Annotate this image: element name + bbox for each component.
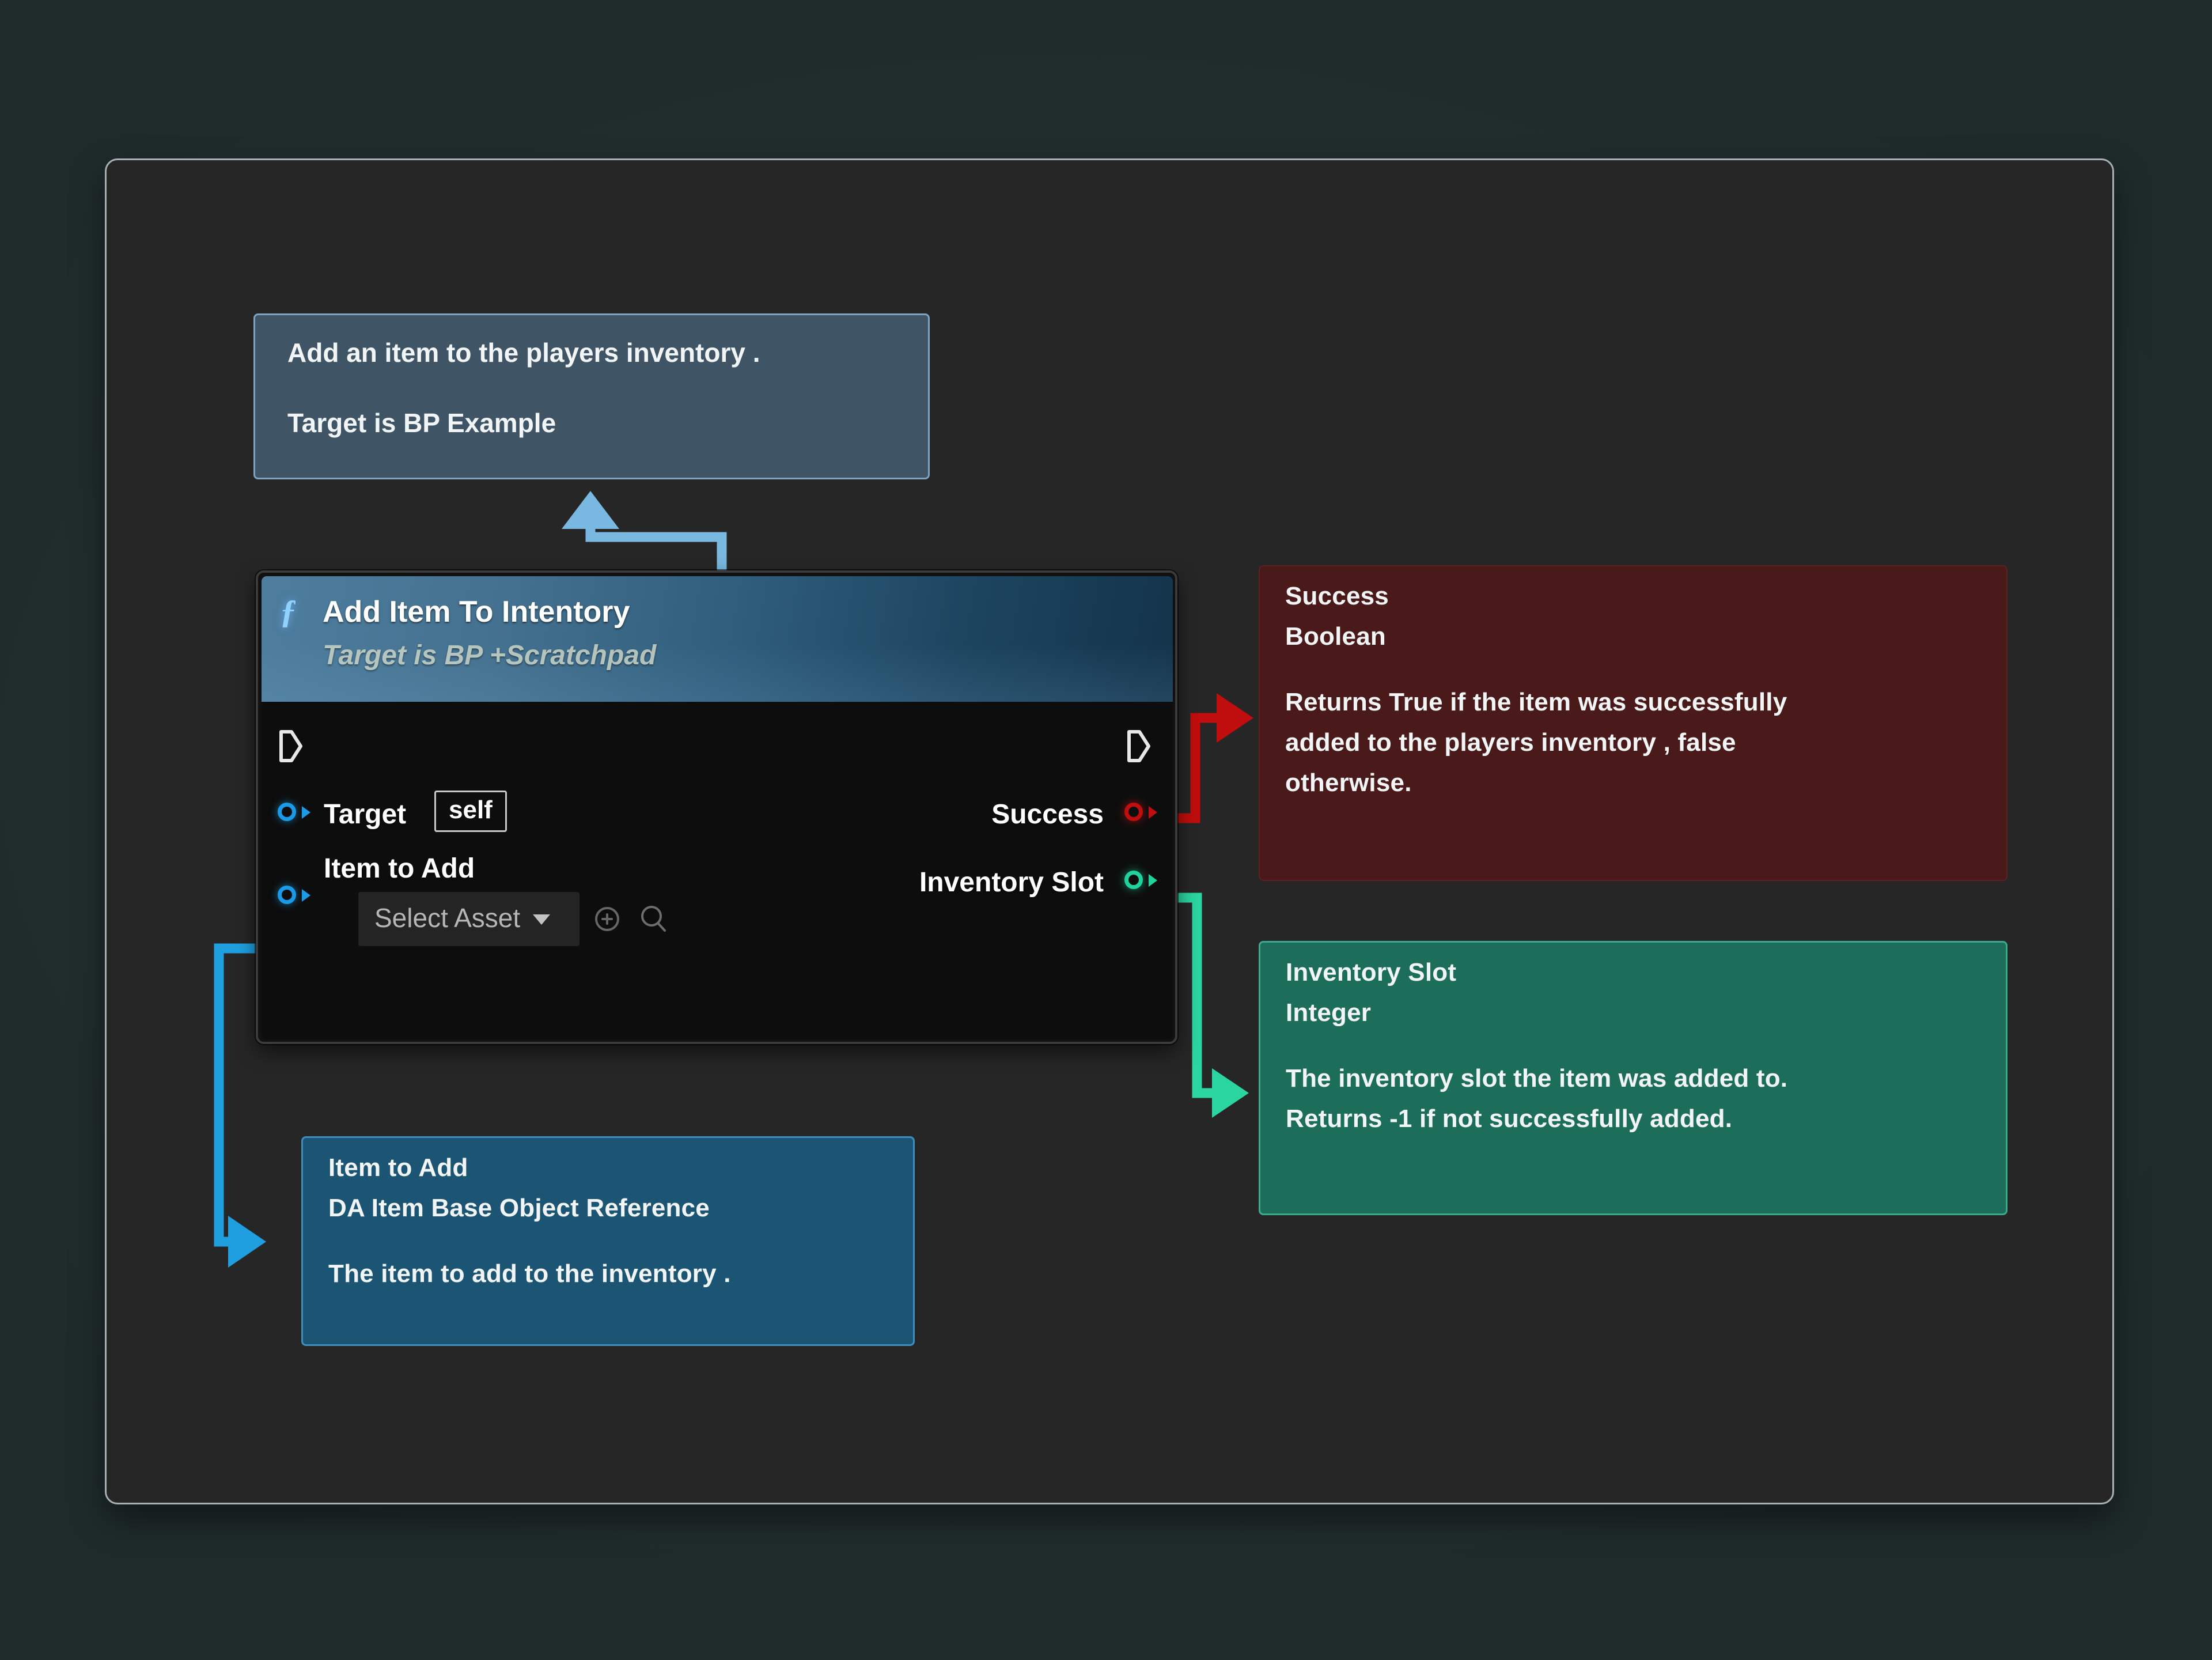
success-tooltip-line-2: added to the players inventory , false [1285,728,1736,757]
pin-arrow-icon [302,806,310,819]
output-label-success: Success [991,799,1104,830]
pin-ring-icon [1124,803,1143,821]
success-tooltip-line-3: otherwise. [1285,769,1412,797]
pin-arrow-icon [302,889,310,902]
inventory-slot-tooltip-line-1: The inventory slot the item was added to… [1286,1064,1788,1092]
spacer [1286,1026,1983,1051]
inventory-slot-tooltip-line-2: Returns -1 if not successfully added. [1286,1105,1733,1133]
input-pin-item-to-add[interactable] [278,884,313,910]
exec-input-pin[interactable] [278,729,304,763]
pin-ring-icon [1124,871,1143,889]
input-label-target: Target [324,799,407,830]
pin-ring-icon [278,803,296,821]
exec-output-pin[interactable] [1126,729,1152,763]
node-header [262,576,1173,702]
use-selected-asset-icon[interactable] [592,903,624,935]
output-label-inventory-slot: Inventory Slot [919,867,1104,898]
input-pin-target[interactable] [278,801,313,827]
output-pin-success[interactable] [1124,801,1160,827]
success-tooltip-type: Boolean [1285,622,1386,651]
target-self-value[interactable]: self [434,791,507,832]
item-to-add-tooltip-line-1: The item to add to the inventory . [328,1260,731,1288]
inventory-slot-tooltip-type: Integer [1286,999,1372,1027]
inventory-slot-tooltip-title: Inventory Slot [1286,958,1457,986]
node-title: Add Item To Intentory [323,595,630,629]
item-to-add-tooltip: Item to Add DA Item Base Object Referenc… [301,1136,915,1346]
chevron-down-icon [533,914,551,925]
spacer [1285,649,1983,675]
node-body: Target self Item to Add Select Asset [262,702,1173,1039]
success-tooltip: Success Boolean Returns True if the item… [1259,565,2008,881]
function-f-icon: ƒ [280,593,297,630]
input-label-item-to-add: Item to Add [324,853,475,884]
output-pin-inventory-slot[interactable] [1124,869,1160,895]
pin-ring-icon [278,886,296,904]
spacer [328,1221,890,1246]
success-tooltip-title: Success [1285,582,1389,610]
browse-search-icon[interactable] [637,903,669,935]
blueprint-node-add-item-to-inventory[interactable]: ƒ Add Item To Intentory Target is BP +Sc… [256,570,1177,1044]
node-subtitle: Target is BP +Scratchpad [323,640,657,671]
pin-arrow-icon [1149,874,1157,887]
inventory-slot-tooltip: Inventory Slot Integer The inventory slo… [1259,941,2008,1215]
node-description-tooltip: Add an item to the players inventory . T… [253,313,930,479]
select-asset-label: Select Asset [374,903,521,933]
pin-arrow-icon [1149,806,1157,819]
item-to-add-tooltip-type: DA Item Base Object Reference [328,1194,710,1222]
asset-picker-row: Select Asset [358,892,669,946]
description-line-2: Target is BP Example [287,408,556,438]
select-asset-dropdown[interactable]: Select Asset [358,892,579,946]
item-to-add-tooltip-title: Item to Add [328,1154,468,1182]
success-tooltip-line-1: Returns True if the item was successfull… [1285,688,1787,716]
description-line-1: Add an item to the players inventory . [287,338,760,368]
